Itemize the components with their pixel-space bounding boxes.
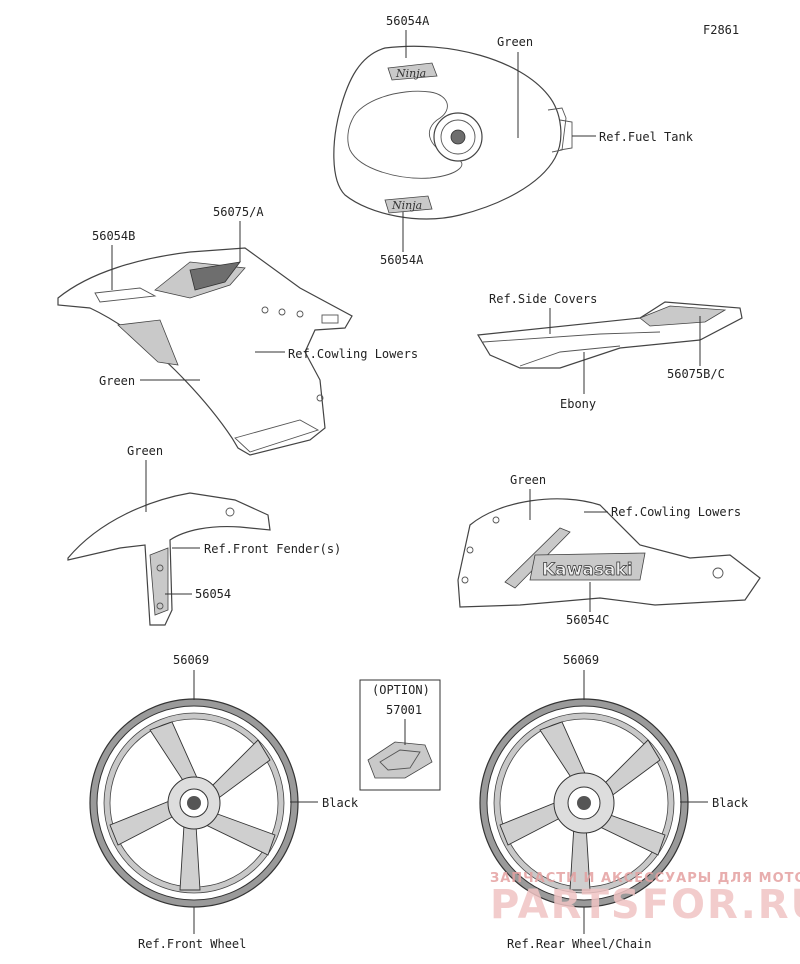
cowl-ref-label: Ref.Cowling Lowers xyxy=(288,347,418,361)
front-fender xyxy=(67,492,271,626)
option-title-label: (OPTION) xyxy=(372,683,430,697)
watermark: ЗАПЧАСТИ И АКСЕССУАРЫ ДЛЯ МОТОТЕХНИКИ PA… xyxy=(490,871,800,928)
ninja-decal-top: Ninja xyxy=(387,62,438,81)
front-wheel-part-label: 56069 xyxy=(173,653,209,667)
tank-ref-label: Ref.Fuel Tank xyxy=(599,130,694,144)
lower-part-label: 56054C xyxy=(566,613,609,627)
rear-wheel xyxy=(479,698,689,908)
watermark-tagline: ЗАПЧАСТИ И АКСЕССУАРЫ ДЛЯ МОТОТЕХНИКИ xyxy=(490,871,800,886)
cowl-56054b-label: 56054B xyxy=(92,229,135,243)
ninja-decal-text-bottom: Ninja xyxy=(391,199,422,212)
tank-bottom-part-label: 56054A xyxy=(380,253,424,267)
option-frame xyxy=(359,679,441,791)
rear-wheel-ref-label: Ref.Rear Wheel/Chain xyxy=(507,937,652,951)
lower-cowl: Kawasaki xyxy=(457,498,761,608)
lower-color-label: Green xyxy=(510,473,546,487)
watermark-logo: PARTSFOR.RU xyxy=(490,882,800,928)
fender-ref-label: Ref.Front Fender(s) xyxy=(204,542,341,556)
fender-part-label: 56054 xyxy=(195,587,231,601)
rear-wheel-color-label: Black xyxy=(712,796,749,810)
side-color-label: Ebony xyxy=(560,397,596,411)
figure-code: F2861 xyxy=(703,23,739,37)
side-part-label: 56075B/C xyxy=(667,367,725,381)
front-wheel-color-label: Black xyxy=(322,796,359,810)
side-ref-label: Ref.Side Covers xyxy=(489,292,597,306)
ninja-decal-bottom: Ninja xyxy=(384,195,433,214)
kawasaki-decal-text: Kawasaki xyxy=(542,560,633,580)
upper-cowl xyxy=(57,247,353,456)
tank-color-label: Green xyxy=(497,35,533,49)
rear-wheel-part-label: 56069 xyxy=(563,653,599,667)
option-part-label: 57001 xyxy=(386,703,422,717)
tank-top-part-label: 56054A xyxy=(386,14,430,28)
ninja-decal-text-top: Ninja xyxy=(395,67,426,80)
front-wheel xyxy=(89,698,299,908)
side-cover xyxy=(477,301,743,369)
cowl-56075a-label: 56075/A xyxy=(213,205,264,219)
cowl-color-label: Green xyxy=(99,374,135,388)
fuel-tank: Ninja Ninja xyxy=(333,45,573,220)
lower-ref-label: Ref.Cowling Lowers xyxy=(611,505,741,519)
fender-color-label: Green xyxy=(127,444,163,458)
option-box xyxy=(359,679,441,791)
front-wheel-ref-label: Ref.Front Wheel xyxy=(138,937,246,951)
